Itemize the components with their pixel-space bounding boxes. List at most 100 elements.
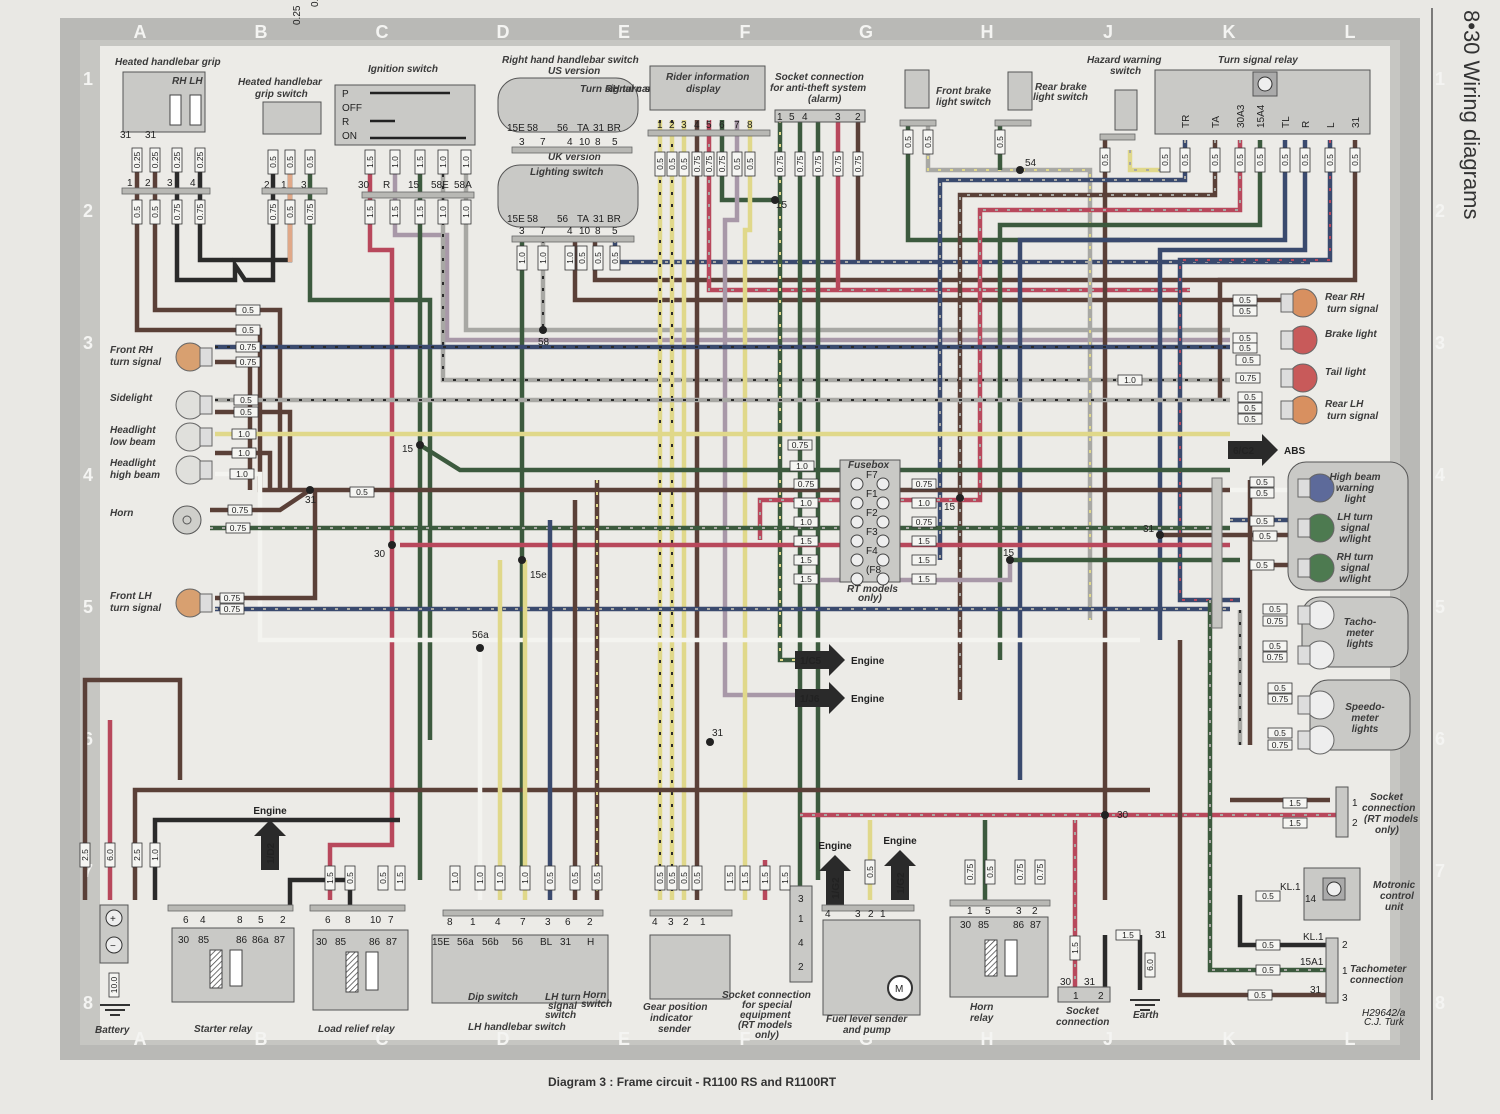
size-box [364,199,376,225]
size-text: 0.5 [345,872,355,884]
fuse-right-3 [876,534,890,548]
rear-light-label-0-2: turn signal [1327,304,1378,315]
node-15c-label: 15 [1003,548,1015,559]
rear-light-label-3-1: Rear LH [1325,399,1364,410]
engine-arrow-g2a [819,855,851,905]
horn-switch-label-1: Horn [583,990,606,1001]
hazard-title-2: switch [1110,66,1141,77]
turn-relay-size: 0.5 [1179,147,1191,173]
tacho-size-3: 0.5 [1262,640,1288,652]
node-15e [518,556,526,564]
rh-size: 1.0 [537,245,549,271]
rrh-size-2: 0.5 [1232,305,1258,317]
size-text: 0.75 [224,593,241,603]
rh-us-bar [511,146,633,154]
size-box [149,147,161,173]
high-size: 1.0 [229,468,255,480]
grip-connector-pin: 1 [127,178,133,189]
fuse-label-F4: F4 [866,546,878,557]
size-text: 0.5 [1235,154,1245,166]
socket-pin-2: 2 [1098,991,1104,1002]
size-text: 0.75 [305,203,315,220]
lh-turn-label-3: switch [545,1010,576,1021]
speedo-size-2: 0.75 [1267,693,1293,705]
grid-column-J-bottom: J [1103,1029,1113,1049]
wire-flh-1 [215,490,318,601]
size-text: 0.75 [1240,373,1257,383]
lh-size: 1.0 [449,865,461,891]
lh-switch-body [431,934,609,1004]
size-box [731,151,743,177]
instrument-bulb-2-base [1297,558,1311,578]
grip-size-bottom: 0.75 [171,199,183,225]
engine-arrow-c5-label: Engine [851,656,885,667]
grip-size-top: 0.25 [194,147,206,173]
gear-size: 0.5 [666,865,678,891]
gear-size: 0.5 [654,865,666,891]
size-box [519,865,531,891]
credit-1: H29642/a [1362,1008,1406,1019]
load-term-87: 87 [386,937,398,948]
rh-uk-term-56: 56 [557,214,569,225]
load-size: 0.5 [377,865,389,891]
rh-switch-us-body [497,77,639,133]
horn-relay-size: 0.75 [1034,859,1046,885]
starter-pin-5: 5 [258,915,264,926]
rh-uk-pin: 3 [519,226,525,237]
rh-us-term-58: 58 [527,123,539,134]
bat-size-1: 2.5 [79,842,91,868]
fuse-right-0 [876,477,890,491]
front-brake-size-1: 0.5 [902,129,914,155]
size-box [1159,147,1171,173]
size-box [1267,739,1293,751]
bat-size-2: 6.0 [104,842,116,868]
fuel-pin-1: 1 [880,909,886,920]
size-text: 0.75 [240,357,257,367]
turn-relay-size: 0.5 [1234,147,1246,173]
size-text: 0.5 [285,156,295,168]
size-box [739,865,751,891]
grid-column-H-bottom: H [981,1029,994,1049]
turn-relay-term-15A4: 15A4 [1256,104,1267,128]
load-relay-bar [309,904,406,912]
size-box [1237,391,1263,403]
size-box [1235,372,1261,384]
lhw-size-1: 0.5 [1249,515,1275,527]
rh-us-pin: 10 [579,137,591,148]
size-box [724,865,736,891]
starter-term-30: 30 [178,935,190,946]
size-box [235,341,261,353]
lh-size: 1.0 [474,865,486,891]
size-text: 0.5 [1325,154,1335,166]
grid-row-3-right: 3 [1435,333,1445,353]
size-text: 0.75 [1015,863,1025,880]
horn-relay-pin-3: 3 [1016,906,1022,917]
size-text: 1.0 [565,252,575,264]
grip-connector-pin: 2 [145,178,151,189]
rear-light-2-base [1280,368,1294,388]
rider-display-pin-7: 7 [734,120,740,131]
earth-symbol-icon [1130,999,1160,1011]
size-text: 0.5 [577,252,587,264]
size-text: 0.75 [172,203,182,220]
grip-switch-size-bottom: 0.75 [267,199,279,225]
size-box [1232,342,1258,354]
size-box [1254,147,1266,173]
size-box [678,865,690,891]
socket-term-31: 31 [1084,977,1096,988]
ignition-position-P: P [342,89,349,100]
special-size: 1.5 [759,865,771,891]
engine-arrow-g2b [884,850,916,900]
lh-pin-4: 4 [495,917,501,928]
size-box [1179,147,1191,173]
size-box [104,842,116,868]
turn-relay-term-TR: TR [1181,115,1192,128]
size-text: 0.75 [230,523,247,533]
battery-minus-icon [105,936,123,954]
size-text: 1.5 [415,156,425,168]
size-text: 0.25 [195,151,205,168]
rh-turn-cancel-label: Turn signal cancel switch [580,84,702,95]
size-box [171,147,183,173]
fuse-right-1 [876,496,890,510]
